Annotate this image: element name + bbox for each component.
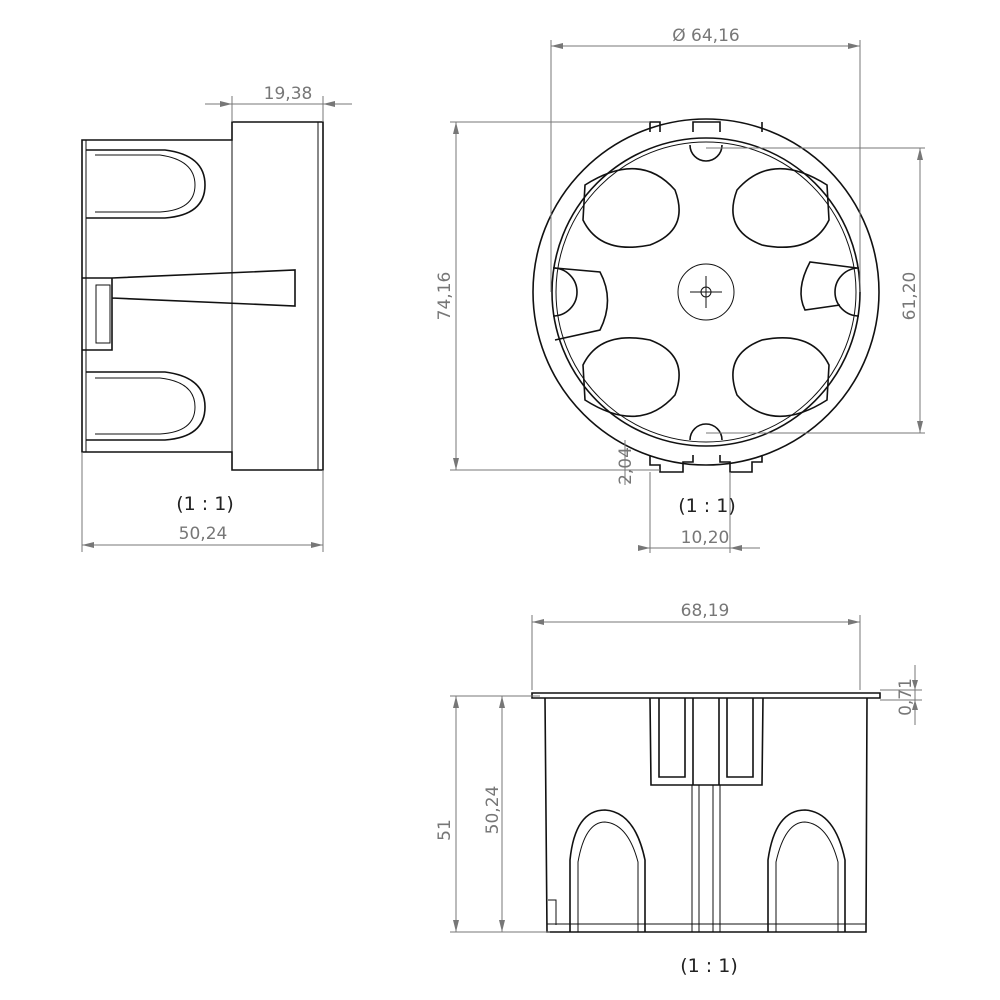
top-view: Ø 64,16 74,16 61,20 2,04 10,20 (1 : 1) [435,26,925,553]
dim-flange-thickness: 0,71 [896,678,916,716]
dim-diameter: Ø 64,16 [672,26,739,46]
dim-flange-width: 68,19 [681,601,730,621]
dim-tab-height: 2,04 [616,447,636,485]
front-view: 68,19 51 50,24 0,71 (1 : 1) [435,601,922,977]
side-view: 19,38 50,24 (1 : 1) [81,84,352,552]
dim-total-height: 51 [435,819,455,841]
scale-label: (1 : 1) [680,955,737,977]
dim-body-height: 50,24 [483,786,503,835]
dim-tab-width: 10,20 [681,528,730,548]
scale-label: (1 : 1) [176,493,233,515]
dim-height: 74,16 [435,272,455,321]
dim-overall-depth: 50,24 [179,524,228,544]
dim-top-width: 19,38 [264,84,313,104]
dim-inner-height: 61,20 [900,272,920,321]
scale-label: (1 : 1) [678,495,735,517]
